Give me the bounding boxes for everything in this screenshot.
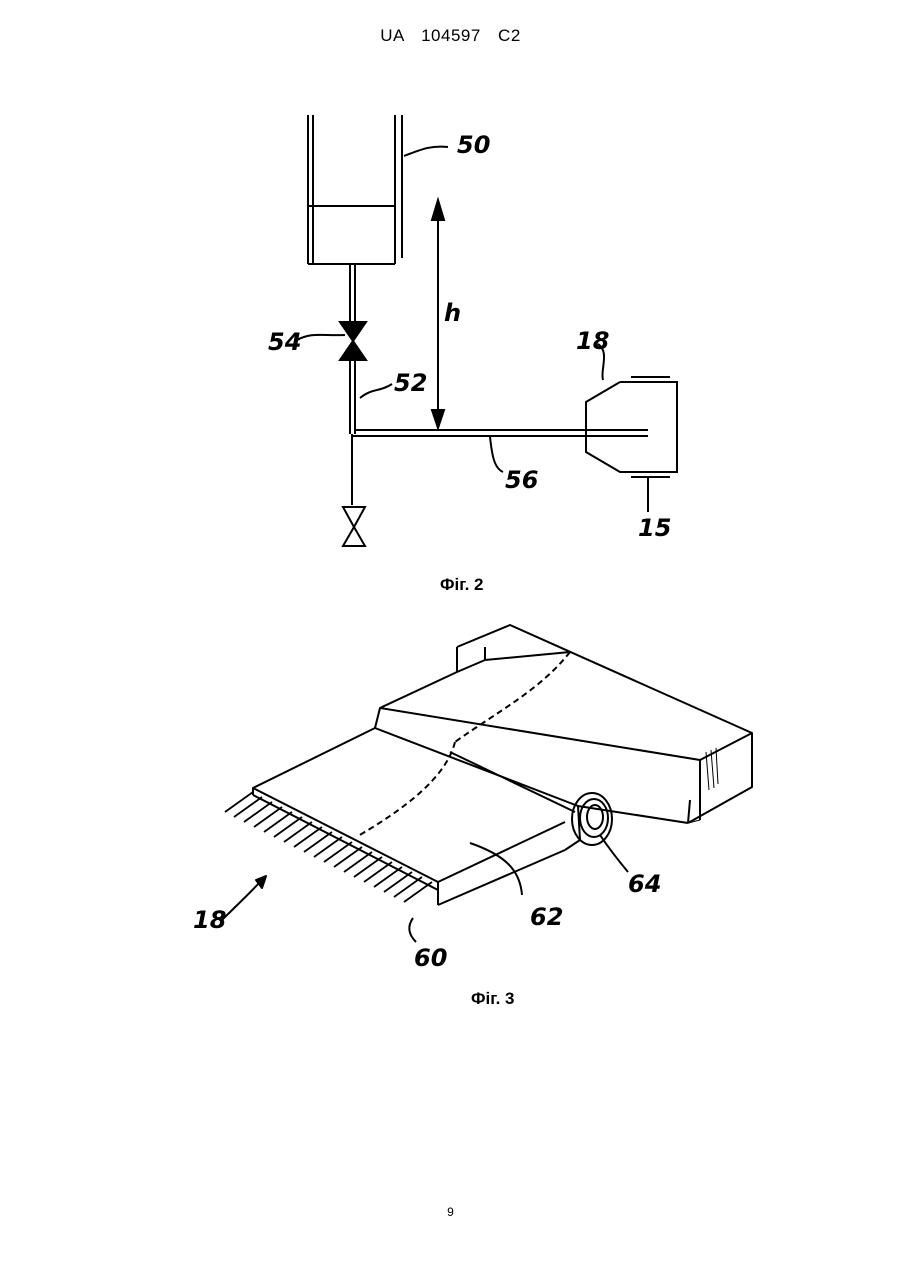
arrowhead-18 xyxy=(256,876,266,888)
leader-50 xyxy=(404,147,448,156)
leader-56 xyxy=(490,437,503,472)
line-56 xyxy=(352,430,648,436)
figure-2-diagram xyxy=(297,115,677,546)
tube-52 xyxy=(350,264,355,505)
drain-valve xyxy=(343,507,365,546)
label-18-fig2: 18 xyxy=(576,327,609,355)
label-50: 50 xyxy=(457,131,490,159)
label-15: 15 xyxy=(638,514,671,542)
label-18-fig3: 18 xyxy=(193,906,226,934)
flat-plate-62 xyxy=(253,652,570,905)
figure-3-drawing xyxy=(222,625,752,942)
connector-housing xyxy=(375,625,752,905)
leader-60 xyxy=(409,918,416,942)
label-62: 62 xyxy=(530,903,563,931)
label-54: 54 xyxy=(268,328,301,356)
leader-64 xyxy=(600,835,628,872)
label-h: h xyxy=(444,299,461,327)
label-56: 56 xyxy=(505,466,538,494)
figure-2-caption: Фіг. 2 xyxy=(440,575,484,595)
height-arrow-h xyxy=(432,200,444,428)
label-64: 64 xyxy=(628,870,661,898)
component-18-block xyxy=(586,377,677,512)
leader-52 xyxy=(360,384,392,398)
leader-18-fig3 xyxy=(222,882,260,920)
figure-3-caption: Фіг. 3 xyxy=(471,989,515,1009)
label-52: 52 xyxy=(394,369,427,397)
label-60: 60 xyxy=(414,944,447,972)
reservoir-50 xyxy=(308,115,402,264)
page-number: 9 xyxy=(0,1205,901,1219)
leader-54 xyxy=(297,335,345,340)
valve-54 xyxy=(340,322,366,360)
